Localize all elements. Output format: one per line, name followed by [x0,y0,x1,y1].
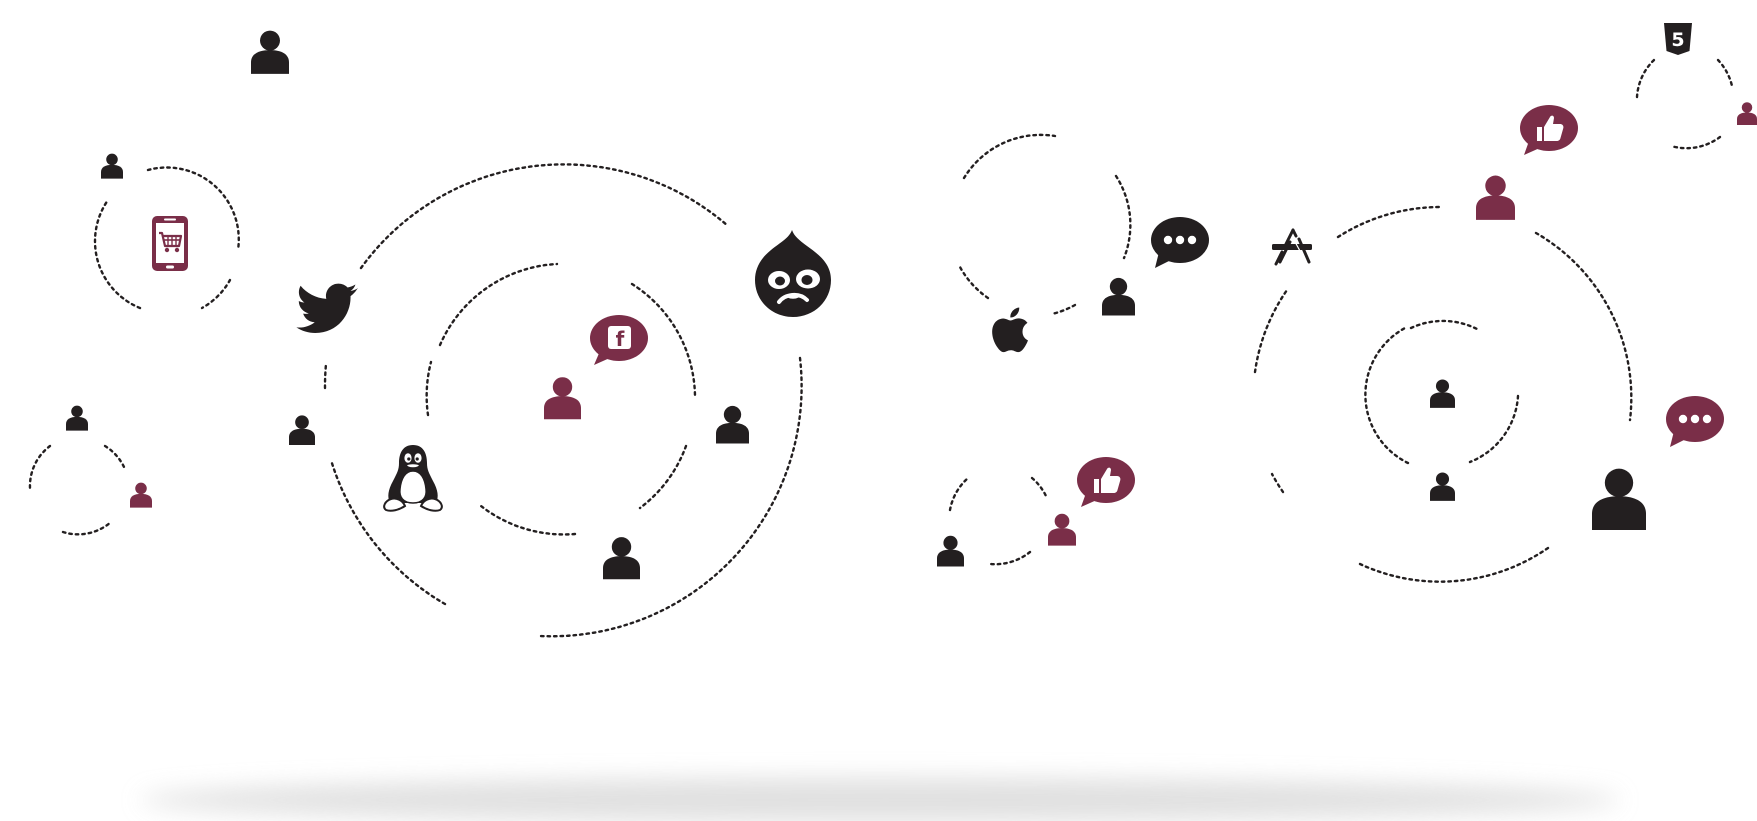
orbit-arc [329,458,447,606]
orbit-arc [1534,231,1633,422]
orbit-arc [1253,288,1289,374]
person-icon [544,377,581,420]
linux-penguin-icon [383,445,443,512]
orbit-arc [479,504,577,536]
orbit-arc [61,520,113,536]
orbit-arc [1716,58,1734,88]
orbit-arc [538,356,803,638]
orbit-arc [103,444,126,469]
orbit-arc [1050,303,1077,316]
orbit-arc [200,278,232,310]
person-icon [716,405,749,444]
html5-digit: 5 [1671,29,1684,51]
person-icon [1102,277,1135,316]
person-icon [1048,513,1076,546]
thumbs-up-chat-bubble-icon [1077,457,1135,507]
orbit-arc [1669,135,1722,150]
orbit-arc [1114,174,1132,260]
person-icon [1737,102,1757,125]
orbit-arc [1358,546,1550,583]
smartphone-shopping-cart-icon [152,216,188,271]
orbit-arc [1635,58,1656,99]
orbit-arc [1468,394,1520,464]
person-icon [66,405,88,431]
orbit-arc [28,444,52,490]
html5-badge-icon: 5 [1664,23,1692,55]
ground-shadow [140,778,1620,821]
orbit-arc [323,362,328,390]
chat-bubble-ellipsis-icon [1666,396,1724,447]
orbit-arc [948,476,970,512]
person-icon [251,30,289,74]
orbit-arc [1336,205,1442,239]
apple-logo-icon [992,307,1028,353]
orbit-arc [93,198,142,310]
drupal-drop-icon [755,230,831,317]
orbit-arc [1030,476,1048,498]
facebook-letter: f [616,327,625,351]
person-icon [1592,468,1646,531]
orbit-arc [1364,326,1410,465]
person-icon [101,153,123,179]
person-icon [603,537,640,580]
chat-bubble-ellipsis-icon [1151,217,1209,268]
person-icon [937,535,964,567]
orbit-arc [438,262,559,347]
facebook-chat-bubble-icon: f [590,315,648,365]
orbit-arc [958,265,990,300]
app-store-icon [1272,228,1312,266]
orbit-arc [630,282,697,398]
person-icon [1430,472,1455,501]
orbit-arc [425,360,433,417]
person-icon [1476,175,1515,220]
thumbs-up-chat-bubble-icon [1520,105,1578,155]
orbit-arc [962,133,1057,180]
person-icon [1430,379,1455,408]
orbit-arc [146,166,240,252]
orbit-arc [988,550,1032,566]
orbit-arc [1270,472,1285,494]
person-icon [289,415,315,445]
person-icon [130,482,152,508]
orbit-lines [28,58,1734,638]
orbit-arc [359,163,730,270]
twitter-bird-icon [296,283,358,333]
orbit-arc [1409,319,1479,331]
orbit-arc [638,444,688,510]
